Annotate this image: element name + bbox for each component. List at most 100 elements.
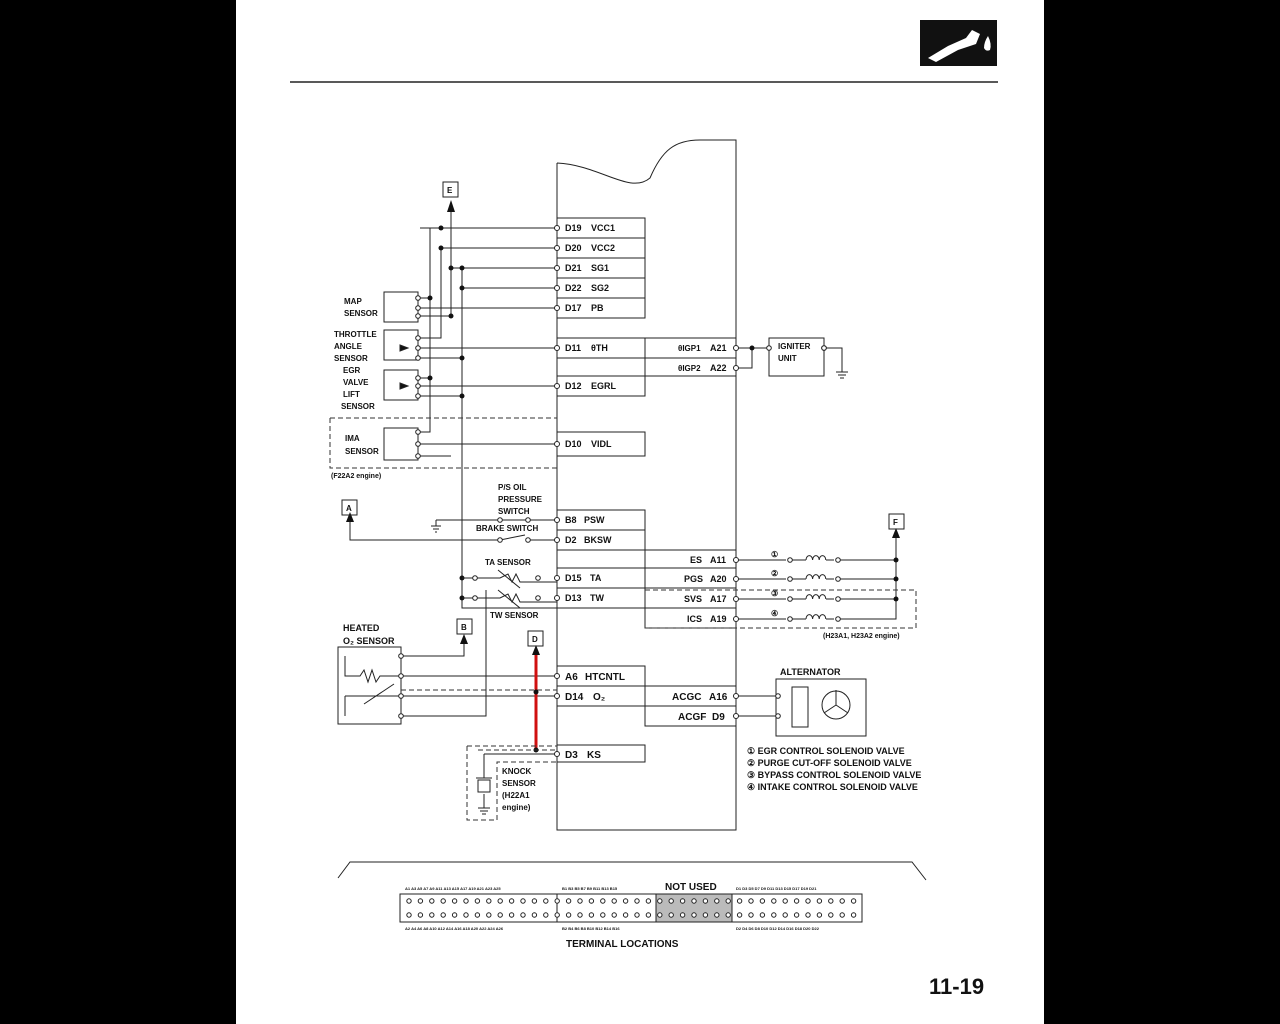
ecm-unit: [556, 139, 737, 831]
sensor-pin: [415, 375, 421, 381]
svg-text:PSW: PSW: [584, 515, 605, 525]
terminal-hole: [622, 912, 629, 918]
terminal-pins: [398, 225, 841, 757]
svg-text:θIGP2: θIGP2: [678, 364, 701, 373]
sensor-pin: [415, 335, 421, 341]
terminal-hole: [486, 912, 492, 918]
svg-text:SENSOR: SENSOR: [502, 779, 536, 788]
svg-text:D10: D10: [565, 439, 582, 449]
svg-text:A17: A17: [710, 594, 727, 604]
svg-text:①: ①: [771, 550, 778, 559]
terminal-hole: [577, 898, 583, 904]
svg-text:SENSOR: SENSOR: [334, 354, 368, 363]
svg-text:PRESSURE: PRESSURE: [498, 495, 543, 504]
terminal-hole: [839, 912, 845, 918]
terminal-hole: [634, 912, 640, 918]
svg-text:D3: D3: [565, 750, 578, 761]
terminal-hole: [771, 898, 777, 904]
svg-text:SG2: SG2: [591, 283, 609, 293]
svg-text:SENSOR: SENSOR: [345, 447, 379, 456]
connector-labels: E A B D F: [341, 181, 905, 647]
terminal-hole: [736, 898, 743, 904]
thermistor-pin: [472, 575, 478, 581]
terminal-hole: [588, 912, 595, 918]
svg-text:SVS: SVS: [684, 594, 702, 604]
svg-text:A1 A3 A5 A7 A9 A11 A13 A15 A17: A1 A3 A5 A7 A9 A11 A13 A15 A17 A19 A21 A…: [405, 886, 501, 891]
pin-terminal: [554, 383, 560, 389]
switch-pin: [497, 537, 503, 543]
terminal-hole: [622, 898, 629, 904]
terminal-hole: [748, 912, 754, 918]
svg-text:D14: D14: [565, 692, 584, 703]
arrow-up-icon: [346, 512, 354, 522]
svg-text:A21: A21: [710, 343, 727, 353]
terminal-hole: [793, 898, 800, 904]
terminal-labels: A1 A3 A5 A7 A9 A11 A13 A15 A17 A19 A21 A…: [405, 882, 820, 950]
terminal-hole: [611, 912, 617, 918]
svg-text:D20: D20: [565, 243, 582, 253]
solenoid-pin: [787, 616, 793, 622]
sensor-pin: [415, 383, 421, 389]
terminal-hole: [474, 912, 481, 918]
terminal-hole: [850, 898, 857, 904]
pin-terminal: [554, 693, 560, 699]
terminal-hole: [725, 912, 731, 918]
svg-text:UNIT: UNIT: [778, 354, 797, 363]
svg-text:A22: A22: [710, 363, 727, 373]
terminal-hole: [668, 912, 674, 918]
svg-text:D12: D12: [565, 381, 582, 391]
terminal-hole: [463, 912, 469, 918]
svg-text:B8: B8: [565, 515, 577, 525]
switch-pin: [525, 537, 531, 543]
svg-text:③ BYPASS CONTROL SOLENOID VALV: ③ BYPASS CONTROL SOLENOID VALVE: [747, 770, 921, 780]
pin-terminal: [733, 557, 739, 563]
terminal-hole: [577, 912, 583, 918]
pin-terminal: [554, 441, 560, 447]
svg-text:④ INTAKE CONTROL SOLENOID VALV: ④ INTAKE CONTROL SOLENOID VALVE: [747, 782, 918, 792]
terminal-hole: [520, 898, 526, 904]
pin-terminal: [554, 595, 560, 601]
thermistor-pin: [535, 575, 541, 581]
terminal-hole: [611, 898, 617, 904]
terminal-hole: [645, 912, 652, 918]
svg-text:SWITCH: SWITCH: [498, 507, 530, 516]
terminal-hole: [725, 898, 731, 904]
svg-text:KS: KS: [587, 750, 601, 761]
sensor-pin: [398, 673, 404, 679]
solenoid-wiring: [736, 535, 897, 620]
svg-text:KNOCK: KNOCK: [502, 767, 532, 776]
terminal-hole: [657, 898, 663, 904]
terminal-hole: [736, 912, 743, 918]
terminal-hole: [828, 912, 834, 918]
solenoid-pin: [835, 557, 841, 563]
svg-text:D17: D17: [565, 303, 582, 313]
svg-text:B2 B4 B6 B8 B10 B12 B14 B16: B2 B4 B6 B8 B10 B12 B14 B16: [562, 926, 620, 931]
pin-terminal: [733, 576, 739, 582]
svg-text:PGS: PGS: [684, 574, 703, 584]
sensor-pin: [415, 305, 421, 311]
svg-text:θTH: θTH: [591, 343, 608, 353]
svg-text:D21: D21: [565, 263, 582, 273]
terminal-hole: [714, 912, 720, 918]
switch-wiring: [349, 519, 557, 609]
solenoid-pin: [835, 576, 841, 582]
pin-terminal: [733, 693, 739, 699]
sensor-pin: [415, 313, 421, 319]
terminal-hole: [679, 898, 686, 904]
svg-text:NOT USED: NOT USED: [665, 882, 717, 893]
terminal-hole: [657, 912, 663, 918]
svg-text:B1 B3 B5 B7 B9 B11 B13 B15: B1 B3 B5 B7 B9 B11 B13 B15: [562, 886, 618, 891]
terminal-hole: [508, 912, 515, 918]
alternator: [736, 678, 867, 737]
svg-text:D: D: [532, 635, 538, 644]
svg-text:D13: D13: [565, 593, 582, 603]
svg-text:TA: TA: [590, 573, 602, 583]
svg-text:A16: A16: [709, 692, 728, 703]
svg-text:IMA: IMA: [345, 434, 360, 443]
svg-text:③: ③: [771, 589, 778, 598]
terminal-hole: [440, 912, 446, 918]
terminal-hole: [543, 898, 549, 904]
pin-terminal: [733, 713, 739, 719]
pin-terminal: [554, 245, 560, 251]
